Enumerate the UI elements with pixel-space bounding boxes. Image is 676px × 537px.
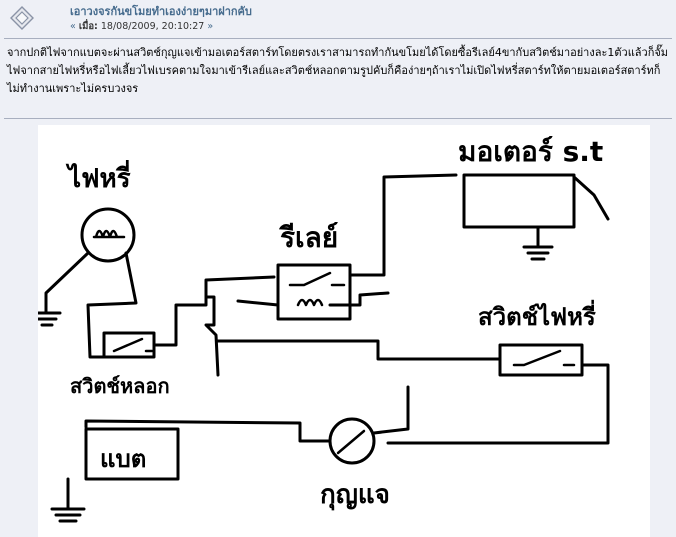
key-to-relay-wire — [372, 385, 410, 435]
lamp-bulb-symbol — [80, 207, 136, 263]
ground-symbol-lamp — [38, 311, 62, 327]
lamp-switch-left-wire — [216, 339, 502, 361]
ground-symbol-battery — [50, 507, 86, 523]
label-battery: แบต — [100, 445, 146, 473]
post-date: « เมื่อ: 18/08/2009, 20:10:27 » — [70, 19, 213, 34]
battery-symbol — [84, 427, 180, 481]
relay-contact — [288, 271, 346, 287]
circuit-diagram-svg: ไฟหรี่ มอเตอร์ s.t รีเลย์ สวิตช์ไฟหรี่ ส… — [38, 135, 610, 523]
post-message-icon — [10, 6, 34, 30]
motor-shaft — [572, 175, 610, 221]
lamp-switch-symbol — [498, 343, 584, 377]
date-label: เมื่อ: — [78, 21, 98, 32]
post-header: เอาวงจรกันขโมยทำเองง่ายๆมาฝากคับ « เมื่อ… — [0, 0, 676, 38]
lamp-switch-right-wire — [386, 363, 610, 445]
label-dummy-switch: สวิตช์หลอก — [70, 374, 170, 398]
motor-symbol — [462, 173, 576, 229]
label-key: กุญแจ — [320, 480, 390, 511]
key-to-battery-wire — [84, 419, 332, 443]
body-divider — [4, 118, 672, 119]
post-title-link[interactable]: เอาวงจรกันขโมยทำเองง่ายๆมาฝากคับ — [70, 5, 252, 18]
ground-symbol-motor — [522, 245, 554, 261]
header-divider — [4, 38, 672, 39]
lamp-to-dummy-wire — [86, 251, 138, 359]
lamp-ground-wire — [44, 251, 90, 315]
dummy-to-relay-wire — [152, 275, 276, 347]
relay-coil-leads — [236, 291, 390, 307]
date-value: 18/08/2009, 20:10:27 — [97, 21, 208, 32]
relay-to-motor-wire — [348, 173, 458, 277]
post-body-text: จากปกติไฟจากแบตจะผ่านสวิตช์กุญแจเข้ามอเต… — [7, 46, 669, 95]
relay-symbol — [276, 263, 352, 321]
label-lamp-switch: สวิตช์ไฟหรี่ — [478, 299, 596, 331]
label-relay: รีเลย์ — [278, 221, 338, 254]
relay-coil — [296, 298, 324, 307]
label-motor: มอเตอร์ s.t — [458, 135, 603, 168]
lamp-filament — [92, 229, 126, 239]
date-close-quote: » — [207, 21, 214, 32]
relay-node-crossing — [204, 295, 220, 377]
date-open-quote: « — [70, 21, 79, 32]
label-lamp: ไฟหรี่ — [65, 159, 131, 194]
circuit-diagram-image: ไฟหรี่ มอเตอร์ s.t รีเลย์ สวิตช์ไฟหรี่ ส… — [38, 125, 650, 537]
